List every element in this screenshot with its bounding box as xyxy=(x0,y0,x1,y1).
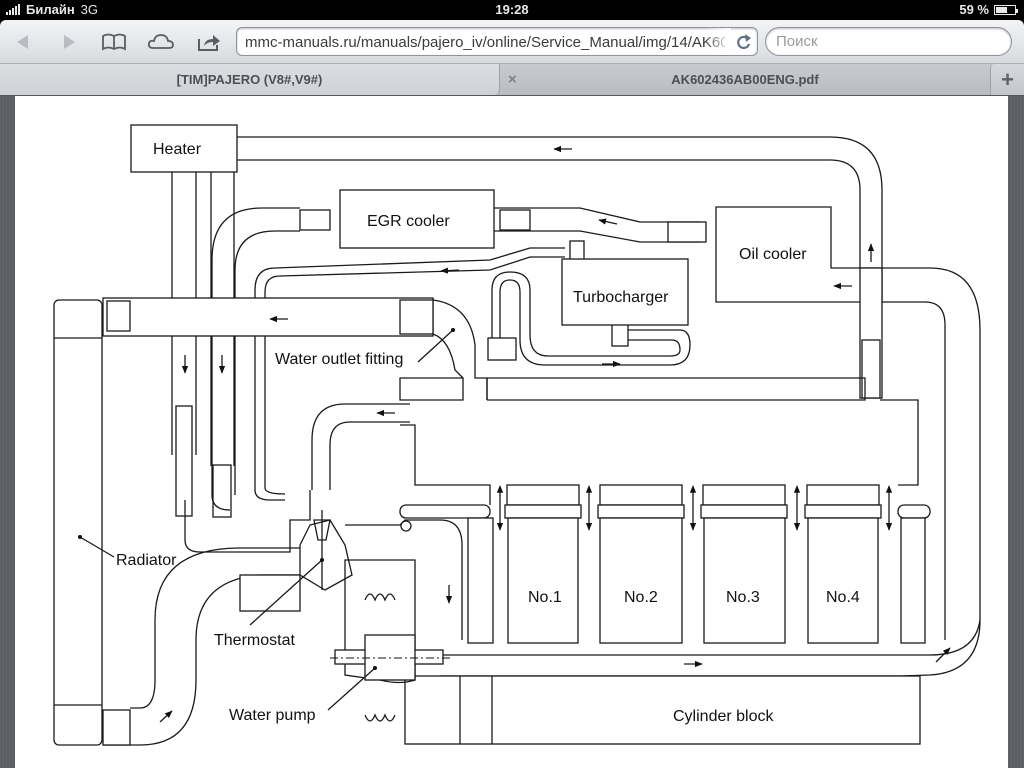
radiator: Radiator xyxy=(53,299,177,746)
egr-cooler-hoses xyxy=(211,207,707,511)
egr-cooler-label: EGR cooler xyxy=(367,213,450,230)
thermostat: Thermostat xyxy=(184,490,463,649)
egr-cooler: EGR cooler xyxy=(339,189,495,249)
water-pump: Water pump xyxy=(229,559,450,724)
thermostat-label: Thermostat xyxy=(214,632,295,649)
battery-percent: 59 % xyxy=(959,2,989,17)
plus-icon: + xyxy=(1001,66,1014,92)
battery-icon xyxy=(994,4,1018,15)
water-outlet-fitting: Water outlet fitting xyxy=(275,328,866,401)
open-book-icon xyxy=(102,33,126,51)
cylinder-no4: No.4 xyxy=(804,484,882,644)
heater-label: Heater xyxy=(153,141,202,158)
turbocharger: Turbocharger xyxy=(561,258,689,326)
network-type: 3G xyxy=(80,2,99,17)
tab-pajero-manual[interactable]: [TIM]PAJERO (V8#,V9#) xyxy=(0,64,500,95)
forward-arrow-icon xyxy=(64,35,75,49)
radiator-lower-hose xyxy=(102,547,301,746)
back-arrow-icon xyxy=(17,35,28,49)
cooling-system-diagram: Heater EGR cooler xyxy=(53,124,981,746)
cloud-icon xyxy=(147,34,174,49)
cylinders: No.1 No.2 No.3 No xyxy=(467,484,926,644)
share-arrow-icon xyxy=(198,35,220,51)
new-tab-button[interactable]: + xyxy=(990,64,1024,95)
cylinder-block-label: Cylinder block xyxy=(673,708,774,725)
cylinder-block: Cylinder block xyxy=(404,619,981,745)
cylinder-no2: No.2 xyxy=(597,484,685,644)
heater: Heater xyxy=(130,124,238,173)
clock: 19:28 xyxy=(495,2,529,17)
page-viewport[interactable]: Heater EGR cooler xyxy=(0,96,1024,768)
radiator-upper-hose xyxy=(102,297,488,400)
search-input[interactable] xyxy=(776,33,996,50)
close-tab-icon[interactable]: × xyxy=(508,71,517,88)
pdf-page: Heater EGR cooler xyxy=(15,96,1008,768)
forward-button[interactable] xyxy=(54,28,84,56)
address-bar[interactable]: mmc-manuals.ru/manuals/pajero_iv/online/… xyxy=(236,27,758,56)
reload-icon[interactable] xyxy=(736,33,752,51)
water-outlet-fitting-label: Water outlet fitting xyxy=(275,351,403,368)
search-field[interactable] xyxy=(765,27,1012,56)
cylinder-head-water-jacket xyxy=(399,399,931,519)
tab-title: AK602436AB00ENG.pdf xyxy=(671,72,819,87)
share-button[interactable] xyxy=(194,28,224,56)
tab-bar: [TIM]PAJERO (V8#,V9#) × AK602436AB00ENG.… xyxy=(0,64,1024,96)
bypass-hose xyxy=(311,403,410,490)
cylinder-no1: No.1 xyxy=(504,484,582,644)
browser-toolbar: mmc-manuals.ru/manuals/pajero_iv/online/… xyxy=(0,20,1024,64)
cylinder-no3: No.3 xyxy=(700,484,788,644)
cylinder-label: No.3 xyxy=(726,589,760,606)
oil-cooler: Oil cooler xyxy=(715,206,883,303)
water-pump-label: Water pump xyxy=(229,707,316,724)
tab-pdf-document[interactable]: AK602436AB00ENG.pdf xyxy=(500,64,990,95)
turbocharger-label: Turbocharger xyxy=(573,289,669,306)
cylinder-label: No.2 xyxy=(624,589,658,606)
status-bar: Билайн 3G 19:28 59 % xyxy=(0,0,1024,20)
cylinder-label: No.4 xyxy=(826,589,860,606)
back-button[interactable] xyxy=(8,28,38,56)
oil-cooler-feed-pipe xyxy=(859,243,981,677)
oil-cooler-label: Oil cooler xyxy=(739,246,807,263)
icloud-tabs-button[interactable] xyxy=(146,28,176,56)
url-text[interactable]: mmc-manuals.ru/manuals/pajero_iv/online/… xyxy=(245,34,725,51)
tab-title: [TIM]PAJERO (V8#,V9#) xyxy=(176,72,323,87)
radiator-label: Radiator xyxy=(116,552,177,569)
heater-return-pipe xyxy=(237,136,883,268)
carrier-name: Билайн xyxy=(26,2,75,17)
signal-strength-icon xyxy=(6,4,20,15)
bookmarks-button[interactable] xyxy=(99,28,129,56)
heater-hoses xyxy=(171,172,235,518)
cylinder-label: No.1 xyxy=(528,589,562,606)
